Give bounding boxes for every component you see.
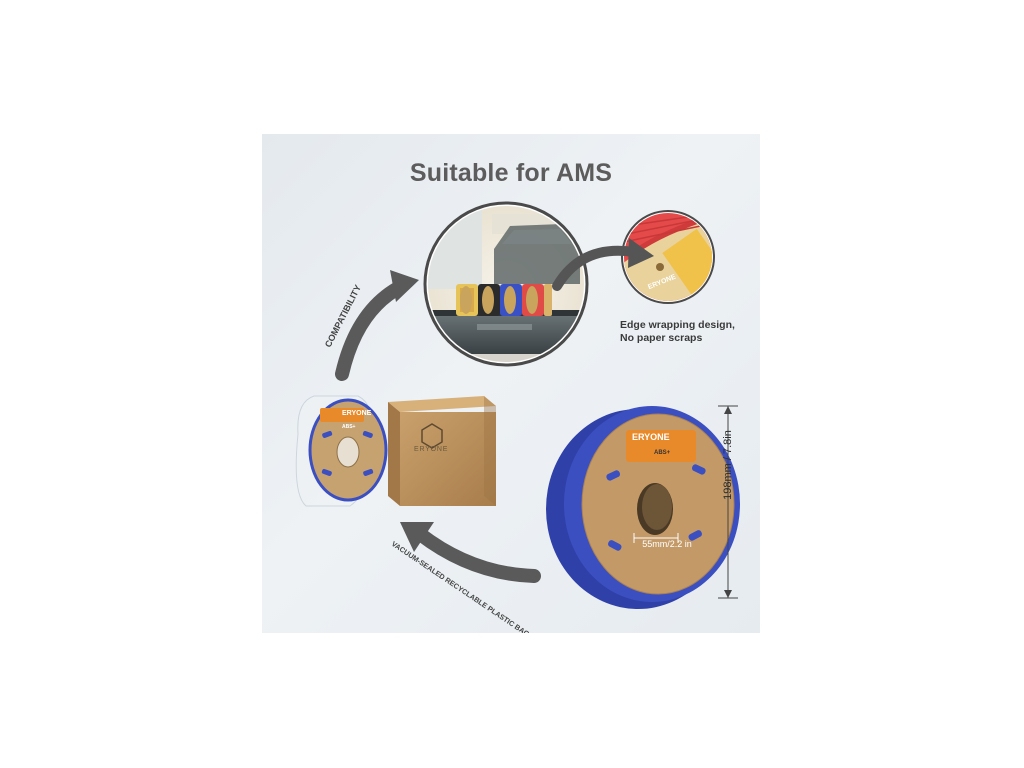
packaging-arrow-head (400, 522, 434, 552)
cardboard-box (388, 396, 496, 506)
spool-row (456, 284, 552, 316)
product-image-panel: Suitable for AMS (262, 134, 760, 633)
small-spool-brand: ERYONE (342, 410, 372, 417)
packaging-arrow (413, 527, 541, 583)
ams-scene (423, 201, 589, 367)
packaged-spool (295, 395, 388, 507)
hub-dimension-label: 55mm/2.2 in (642, 539, 692, 549)
caption-line-2: No paper scraps (620, 332, 703, 344)
page-title: Suitable for AMS (409, 159, 613, 187)
product-illustration: ERYONE COMPATIBILITY VACUUM-SEALED RECYC… (295, 201, 740, 633)
diameter-dimension (718, 405, 738, 599)
large-spool-brand: ERYONE (632, 432, 670, 442)
blue-spool (546, 406, 740, 609)
edge-caption: Edge wrapping design, No paper scraps (620, 319, 760, 345)
box-brand-text: ERYONE (414, 446, 449, 453)
caption-line-1: Edge wrapping design, (620, 319, 735, 331)
diameter-label: 198mm / 7.8in (722, 430, 734, 500)
material-label: ABS+ (654, 450, 671, 456)
compatibility-arrow (335, 279, 409, 381)
zoom-arrow (552, 245, 639, 291)
zoom-arrow-head (628, 238, 654, 268)
small-material-label: ABS+ (342, 424, 356, 430)
compatibility-arrow-head (390, 270, 419, 302)
